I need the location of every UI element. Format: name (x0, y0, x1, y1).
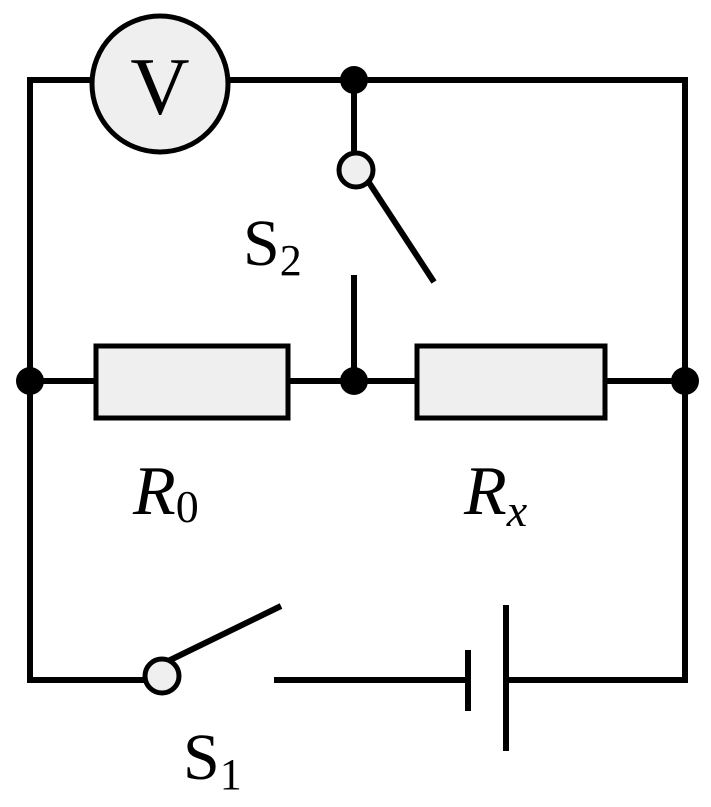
label-s1-letter: S (183, 721, 220, 794)
label-s2: S2 (243, 207, 302, 285)
label-r0-sub: 0 (176, 481, 199, 532)
label-rx-sub: x (506, 485, 528, 536)
label-s1: S1 (183, 721, 242, 799)
switch-s2 (336, 150, 437, 284)
label-s2-letter: S (243, 207, 280, 280)
resistor-r0 (93, 343, 291, 421)
junction-dot-middle (340, 367, 368, 395)
label-rx-letter: R (463, 453, 507, 530)
label-r0: R0 (132, 453, 199, 532)
label-rx: Rx (463, 453, 528, 536)
resistor-rx (414, 343, 608, 421)
label-s2-sub: 2 (280, 236, 302, 285)
battery (465, 605, 509, 751)
junction-dot-left (16, 367, 44, 395)
junction-dot-top (340, 66, 368, 94)
voltmeter: V (89, 13, 231, 155)
label-r0-letter: R (132, 453, 176, 530)
switch-s1 (142, 603, 283, 696)
junction-dot-right (671, 367, 699, 395)
label-s1-sub: 1 (220, 750, 242, 799)
voltmeter-symbol: V (130, 41, 189, 132)
